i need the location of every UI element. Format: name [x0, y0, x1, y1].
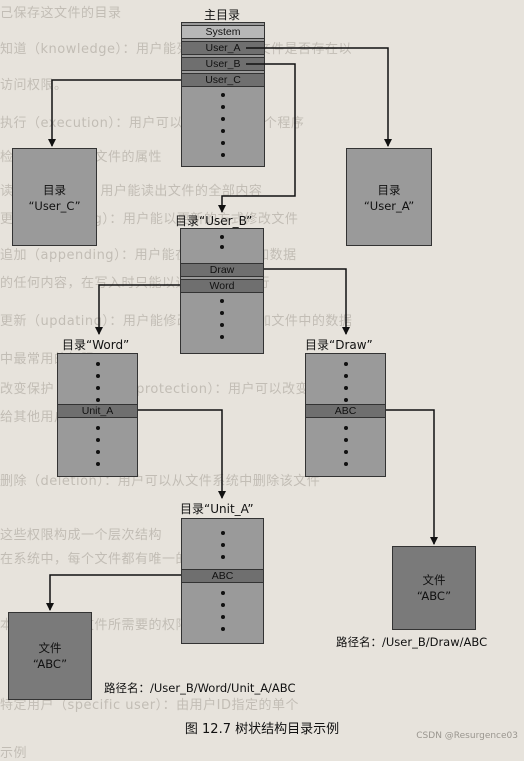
dir-unit-a-entry-abc: ABC [182, 569, 263, 583]
dir-draw-ellipsis-bottom [343, 426, 348, 474]
root-ellipsis [221, 93, 225, 165]
dir-user-b-title: 目录“User_B” [175, 214, 253, 228]
file-word-abc: 文件 “ABC” [8, 612, 92, 700]
dir-draw: ABC [305, 353, 386, 477]
dir-user-b-ellipsis-bottom [220, 299, 224, 347]
dir-draw-title: 目录“Draw” [305, 338, 373, 352]
background-line: 特定用户（specific user）：由用户ID指定的单个 [0, 698, 299, 713]
dir-user-c: 目录 “User_C” [12, 148, 97, 246]
background-line: 在系统中，每个文件都有唯一的路径名 [0, 552, 230, 567]
dir-user-b: Draw Word [180, 228, 264, 354]
dir-unit-a-title: 目录“Unit_A” [180, 502, 254, 516]
file-word-abc-name: “ABC” [32, 657, 68, 671]
watermark: CSDN @Resurgence03 [416, 731, 518, 741]
root-entry-user-a: User_A [182, 41, 264, 55]
dir-word-ellipsis-bottom [95, 426, 100, 474]
root-entry-user-b: User_B [182, 57, 264, 71]
dir-unit-a-ellipsis-top [220, 531, 225, 567]
dir-user-a-label: 目录 [377, 183, 401, 197]
path-word-abc: 路径名：/User_B/Word/Unit_A/ABC [104, 681, 296, 695]
dir-draw-entry-abc: ABC [306, 404, 385, 418]
dir-user-b-entry-draw: Draw [181, 263, 263, 277]
background-line: 这些权限构成一个层次结构 [0, 528, 163, 543]
dir-user-a: 目录 “User_A” [346, 148, 432, 246]
dir-word-ellipsis-top [95, 362, 100, 410]
dir-word-entry-unit-a: Unit_A [58, 404, 137, 418]
file-draw-abc: 文件 “ABC” [392, 546, 476, 630]
root-entry-user-c: User_C [182, 73, 264, 87]
dir-user-b-entry-word: Word [181, 279, 263, 293]
dir-draw-ellipsis-top [343, 362, 348, 410]
file-draw-abc-label: 文件 [422, 573, 446, 587]
file-draw-abc-name: “ABC” [416, 589, 452, 603]
root-directory: System User_A User_B User_C [181, 22, 265, 167]
figure-caption: 图 12.7 树状结构目录示例 [184, 722, 340, 737]
file-word-abc-label: 文件 [38, 641, 62, 655]
dir-word: Unit_A [57, 353, 138, 477]
dir-user-b-ellipsis-top [220, 235, 224, 255]
root-dir-title: 主目录 [204, 8, 241, 22]
background-line: 己保存这文件的目录 [0, 6, 122, 21]
dir-unit-a-ellipsis-bottom [220, 591, 225, 639]
dir-unit-a: ABC [181, 518, 264, 644]
background-line: 访问权限。 [0, 78, 68, 93]
dir-user-a-name: “User_A” [363, 199, 415, 213]
dir-user-c-label: 目录 [43, 183, 66, 197]
root-entry-system: System [182, 25, 264, 39]
dir-user-c-name: “User_C” [28, 199, 81, 213]
dir-word-title: 目录“Word” [62, 338, 130, 352]
path-draw-abc: 路径名：/User_B/Draw/ABC [336, 635, 488, 649]
